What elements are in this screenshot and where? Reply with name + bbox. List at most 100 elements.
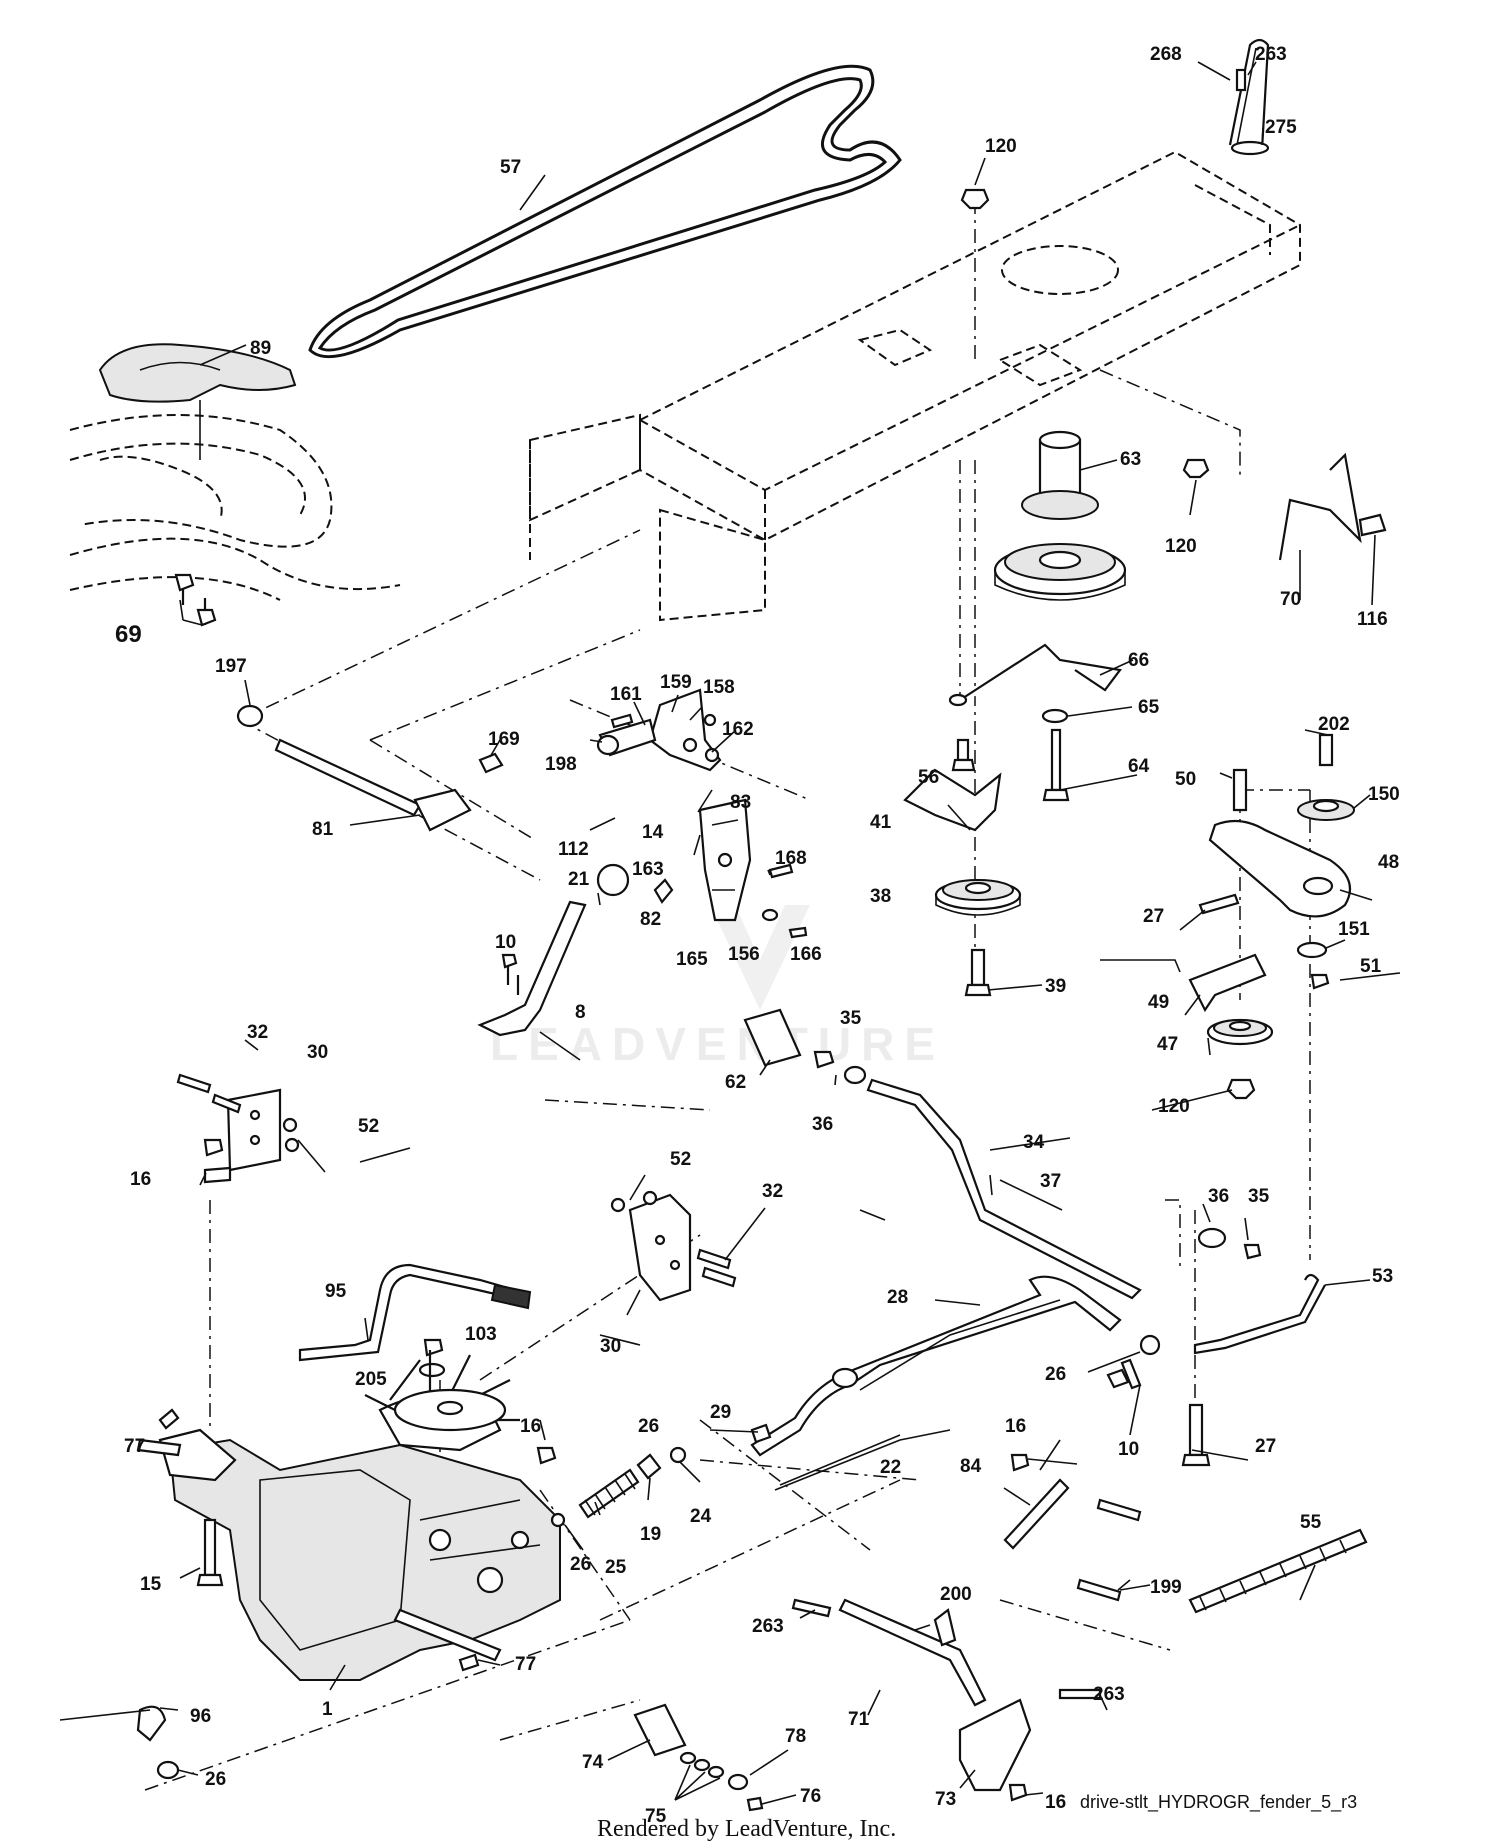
bolt-64 <box>1050 728 1062 792</box>
belt <box>308 64 902 359</box>
rod-28 <box>750 1275 1122 1457</box>
label-89: 89 <box>250 338 271 359</box>
label-41: 41 <box>870 812 892 833</box>
label-21: 21 <box>568 869 590 890</box>
label-275: 275 <box>1265 117 1297 138</box>
bolt-50 <box>1232 768 1248 812</box>
nut-51 <box>1310 973 1330 990</box>
fender-pad <box>98 343 297 403</box>
rod-95 <box>298 1263 517 1362</box>
washer-24 <box>669 1446 687 1464</box>
label-156: 156 <box>728 944 760 965</box>
label-263: 263 <box>1093 1684 1125 1705</box>
knob-21 <box>596 863 630 897</box>
label-32: 32 <box>762 1181 783 1202</box>
bracket-158 <box>596 688 722 772</box>
washer-36a <box>843 1065 867 1085</box>
nut-29 <box>750 1423 772 1444</box>
label-34: 34 <box>1023 1132 1045 1153</box>
bolt-263c <box>1058 1688 1102 1700</box>
key-77b <box>458 1653 480 1672</box>
label-69: 69 <box>115 621 142 648</box>
label-112: 112 <box>558 839 589 860</box>
label-26: 26 <box>1045 1364 1066 1385</box>
washer-275 <box>1230 140 1270 156</box>
label-162: 162 <box>722 719 754 740</box>
part-labels: 57 268 263 275 120 89 63 120 70 116 69 1… <box>115 44 1400 1827</box>
diagram-caption: drive-stlt_HYDROGR_fender_5_r3 <box>1080 1792 1357 1813</box>
label-49: 49 <box>1148 992 1169 1013</box>
label-78: 78 <box>785 1726 806 1747</box>
label-197: 197 <box>215 656 247 677</box>
label-53: 53 <box>1372 1266 1393 1287</box>
pulley-38 <box>934 879 1022 916</box>
label-19: 19 <box>640 1524 661 1545</box>
label-15: 15 <box>140 1574 162 1595</box>
pulley-63 <box>993 430 1127 601</box>
label-75: 75 <box>645 1806 667 1827</box>
label-103: 103 <box>465 1324 497 1345</box>
nut-35a <box>813 1050 835 1069</box>
label-120: 120 <box>1165 536 1197 557</box>
label-77: 77 <box>124 1436 145 1457</box>
label-29: 29 <box>710 1402 731 1423</box>
label-10: 10 <box>495 932 516 953</box>
label-16: 16 <box>520 1416 541 1437</box>
nut-103 <box>423 1338 444 1357</box>
label-120: 120 <box>985 136 1017 157</box>
washer-205 <box>418 1362 446 1378</box>
label-36: 36 <box>812 1114 833 1135</box>
label-76: 76 <box>800 1786 821 1807</box>
rod-66 <box>959 643 1122 701</box>
nut-16c <box>1010 1453 1030 1472</box>
washer-65 <box>1041 708 1069 724</box>
label-63: 63 <box>1120 449 1141 470</box>
rod-53 <box>1193 1273 1326 1355</box>
bolt-15 <box>203 1518 217 1577</box>
label-8: 8 <box>575 1002 586 1023</box>
washer-26c <box>550 1512 566 1528</box>
watermark-text: LEADVENTURE <box>490 1018 945 1070</box>
label-200: 200 <box>940 1584 972 1605</box>
label-84: 84 <box>960 1456 982 1477</box>
washer-36b <box>1197 1227 1227 1249</box>
label-26: 26 <box>570 1554 591 1575</box>
nut-16b <box>536 1446 557 1465</box>
key-77a <box>158 1408 180 1430</box>
label-64: 64 <box>1128 756 1150 777</box>
bolt-202 <box>1318 733 1334 767</box>
nut-76 <box>746 1796 764 1812</box>
shaft-81 <box>274 738 422 817</box>
label-22: 22 <box>880 1457 901 1478</box>
label-32: 32 <box>247 1022 268 1043</box>
washers-75 <box>679 1751 697 1765</box>
label-1: 1 <box>322 1699 333 1720</box>
clip-82 <box>653 878 674 904</box>
label-70: 70 <box>1280 589 1301 610</box>
label-47: 47 <box>1157 1034 1178 1055</box>
shield-49 <box>1188 953 1267 1013</box>
label-55: 55 <box>1300 1512 1322 1533</box>
label-71: 71 <box>848 1709 870 1730</box>
label-83: 83 <box>730 792 751 813</box>
label-151: 151 <box>1338 919 1370 940</box>
label-35: 35 <box>1248 1186 1270 1207</box>
bracket-30a <box>176 1073 300 1184</box>
label-16: 16 <box>1005 1416 1026 1437</box>
label-51: 51 <box>1360 956 1382 977</box>
label-263: 263 <box>1255 44 1287 65</box>
pin-96 <box>136 1705 167 1742</box>
bolt-27b <box>1188 1403 1204 1457</box>
nut-120-low <box>1226 1078 1256 1100</box>
label-14: 14 <box>642 822 664 843</box>
label-165: 165 <box>676 949 708 970</box>
label-163: 163 <box>632 859 664 880</box>
clip-41 <box>903 768 1002 832</box>
label-199: 199 <box>1150 1577 1182 1598</box>
label-25: 25 <box>605 1557 627 1578</box>
label-73: 73 <box>935 1789 956 1810</box>
label-24: 24 <box>690 1506 712 1527</box>
label-28: 28 <box>887 1287 908 1308</box>
label-205: 205 <box>355 1369 387 1390</box>
